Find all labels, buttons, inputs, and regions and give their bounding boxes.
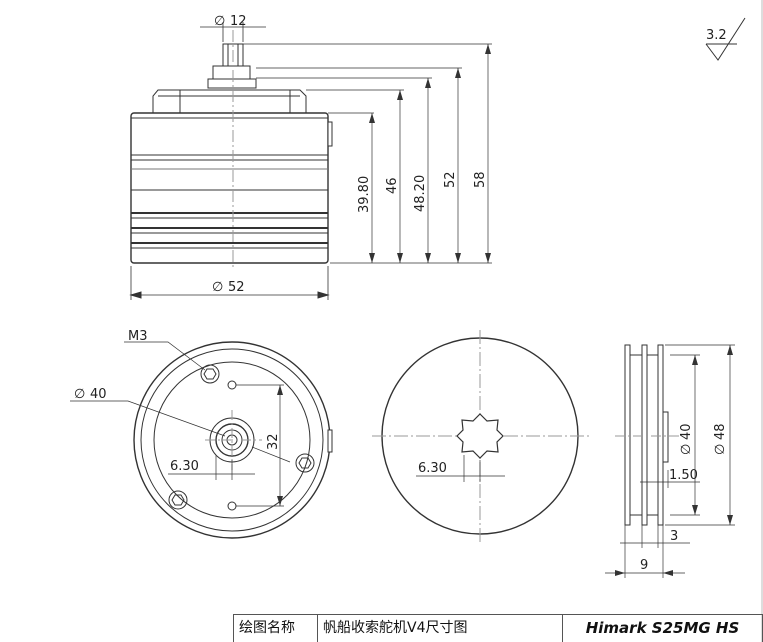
flange-diameter-symbol: ∅ [713,444,728,455]
height-label-4: 52 [443,171,458,188]
front-view [372,330,590,545]
total-width-label: 9 [640,558,648,573]
groove-diameter-label: 40 [679,423,694,440]
side-view [605,344,735,578]
surface-finish-symbol: 3.2 [705,17,746,61]
model-name: Himark S25MG HS [563,615,763,642]
flange-diameter-label: 48 [713,423,728,440]
thread-label: M3 [128,329,148,344]
height-label-2: 46 [385,177,400,194]
groove-depth-label: 1.50 [669,468,698,483]
top-view [129,22,492,300]
body-diameter-label: 52 [228,280,245,295]
hole-spacing-label: 32 [266,433,281,450]
height-label-1: 39.80 [357,176,372,213]
body-diameter-symbol: ∅ [212,280,223,295]
surface-finish-value: 3.2 [706,28,727,43]
height-label-5: 58 [473,171,488,188]
shaft-diameter-label: 12 [230,14,247,29]
height-label-3: 48.20 [413,175,428,212]
title-label: 绘图名称 [234,615,318,642]
bolt-circle-diameter-label: 40 [90,387,107,402]
front-hub-offset-label: 6.30 [418,461,447,476]
bolt-circle-diameter-symbol: ∅ [74,387,85,402]
groove-diameter-symbol: ∅ [679,444,694,455]
bottom-hub-offset-label: 6.30 [170,459,199,474]
flange-width-label: 3 [670,529,678,544]
shaft-diameter-symbol: ∅ [214,14,225,29]
title-block: 绘图名称 帆船收索舵机V4尺寸图 Himark S25MG HS [233,614,763,642]
bottom-view [70,341,333,539]
drawing-name: 帆船收索舵机V4尺寸图 [318,615,563,642]
